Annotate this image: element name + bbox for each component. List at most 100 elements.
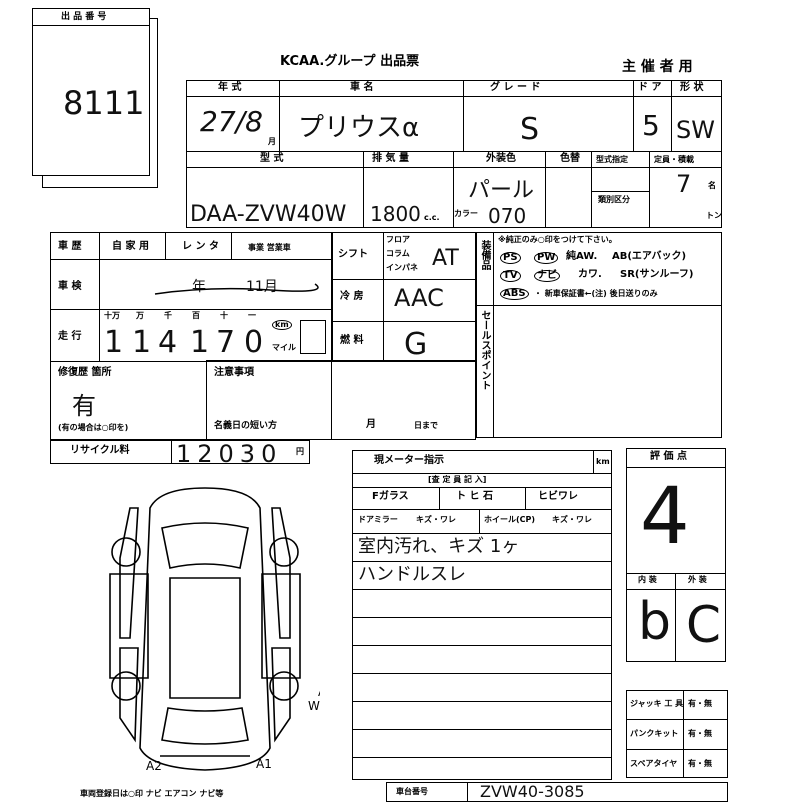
usage-private[interactable]: 自 家 用 bbox=[112, 241, 149, 252]
usage-rental[interactable]: レ ン タ bbox=[182, 241, 219, 252]
mileage-digit-1: 1 bbox=[132, 325, 152, 360]
ac-value: AAC bbox=[394, 284, 444, 312]
diagram-mark-a1-bottom: A1 bbox=[256, 757, 272, 771]
equipment-ab[interactable]: AB(エアバック) bbox=[612, 251, 687, 262]
door-value: 5 bbox=[642, 109, 660, 142]
lot-label: 出 品 番 号 bbox=[61, 12, 107, 22]
exterior-value: C bbox=[686, 596, 721, 654]
model-value: DAA-ZVW40W bbox=[190, 202, 347, 227]
spec-grid bbox=[332, 232, 476, 362]
inspection-strike bbox=[154, 283, 319, 295]
meter-unit: km bbox=[596, 457, 610, 466]
month-suffix: 月 bbox=[268, 137, 276, 146]
recycle-unit: 円 bbox=[296, 447, 304, 456]
ac-label: 冷 房 bbox=[340, 291, 364, 302]
shift-column[interactable]: コラム bbox=[386, 249, 410, 258]
tool-puncture: パンクキット bbox=[630, 729, 679, 738]
shift-floor[interactable]: フロア bbox=[386, 235, 410, 244]
top-grid bbox=[186, 80, 722, 228]
footer-note: 車両登録日は○印 ナビ エアコン ナビ等 bbox=[80, 789, 224, 798]
shift-panel[interactable]: インパネ bbox=[386, 263, 418, 272]
tool-jack-opts[interactable]: 有・無 bbox=[688, 699, 712, 708]
tool-spare-opts[interactable]: 有・無 bbox=[688, 759, 712, 768]
notes-month: 月 bbox=[366, 419, 376, 430]
recycle-label: リサイクル料 bbox=[70, 445, 130, 456]
comment-line-2: ハンドルスレ bbox=[358, 564, 466, 585]
tool-puncture-opts[interactable]: 有・無 bbox=[688, 729, 712, 738]
equipment-tv[interactable]: TV bbox=[500, 270, 521, 282]
left-grid bbox=[50, 232, 332, 440]
mileage-unit-5: 一 bbox=[248, 311, 256, 320]
capacity-unit: 名 bbox=[708, 181, 716, 190]
mileage-digit-0: 1 bbox=[104, 325, 124, 360]
chassis-value: ZVW40-3085 bbox=[480, 782, 585, 801]
equipment-note: ※純正のみ○印をつけて下さい。 bbox=[498, 235, 617, 244]
diagram-mark-a2-bottom: A2 bbox=[146, 759, 162, 773]
mileage-digit-5: 0 bbox=[244, 325, 264, 360]
year-label: 年 式 bbox=[218, 82, 242, 93]
check-mirror[interactable]: ドアミラー bbox=[358, 515, 398, 524]
year-value: 27/8 bbox=[200, 105, 263, 138]
equipment-leather[interactable]: カワ. bbox=[578, 269, 602, 280]
interior-label: 内 装 bbox=[638, 575, 657, 584]
check-glass[interactable]: Fガラス bbox=[372, 491, 409, 502]
grade-box-label: 評 価 点 bbox=[650, 451, 687, 462]
equipment-sr[interactable]: SR(サンルーフ) bbox=[620, 269, 694, 280]
color-label: 外装色 bbox=[486, 153, 516, 164]
mileage-km-option[interactable]: km bbox=[272, 320, 292, 330]
lot-number: 8111 bbox=[63, 84, 145, 122]
repair-note: (有の場合は○印を) bbox=[58, 423, 129, 432]
chassis-label: 車台番号 bbox=[396, 787, 428, 796]
mileage-digit-3: 1 bbox=[190, 325, 210, 360]
check-stone[interactable]: ト ヒ 石 bbox=[456, 491, 493, 502]
check-crack[interactable]: ヒビワレ bbox=[538, 491, 578, 502]
diagram-mark-a1-right-lower: A1 bbox=[318, 685, 320, 699]
repair-value: 有 bbox=[72, 392, 96, 420]
mileage-unit-3: 百 bbox=[192, 311, 200, 320]
mileage-unit-2: 千 bbox=[164, 311, 172, 320]
recycle-value: 12030 bbox=[176, 440, 283, 468]
grade-block bbox=[626, 448, 726, 662]
disp-label: 排 気 量 bbox=[372, 153, 409, 164]
notes-block bbox=[206, 360, 476, 440]
usage-business[interactable]: 事業 営業車 bbox=[248, 243, 291, 252]
ton-unit: トン bbox=[706, 211, 722, 220]
mileage-unit-0: 十万 bbox=[104, 311, 120, 320]
capacity-value: 7 bbox=[676, 170, 692, 198]
disp-value: 1800 bbox=[370, 202, 421, 226]
equipment-abs[interactable]: ABS bbox=[500, 288, 529, 300]
name-label: 車 名 bbox=[350, 82, 374, 93]
usage-label: 車 歴 bbox=[58, 241, 82, 252]
equipment-pw[interactable]: PW bbox=[534, 252, 559, 264]
mileage-unit-1: 万 bbox=[136, 311, 144, 320]
check-wheel-opts[interactable]: キズ・ワレ bbox=[552, 515, 592, 524]
notes-label: 注意事項 bbox=[214, 367, 254, 378]
check-mirror-opts[interactable]: キズ・ワレ bbox=[416, 515, 456, 524]
meter-label: 現メーター指示 bbox=[374, 455, 444, 466]
inspector-title: [査 定 員 記 入] bbox=[428, 475, 487, 484]
mileage-unit-4: 十 bbox=[220, 311, 228, 320]
equipment-label: 装備品 bbox=[479, 240, 490, 270]
comment-line-1: 室内汚れ、キズ 1ヶ bbox=[358, 536, 520, 557]
fuel-value: G bbox=[404, 327, 428, 362]
grade-value: S bbox=[520, 112, 540, 147]
shift-value: AT bbox=[432, 246, 459, 271]
check-wheel[interactable]: ホイール(CP) bbox=[484, 515, 536, 524]
sheet-title: KCAA.グループ 出品票 bbox=[280, 54, 420, 69]
equipment-ps[interactable]: PS bbox=[500, 252, 521, 264]
equipment-warranty: ・ 新車保証書←(注) 後日送りのみ bbox=[534, 289, 658, 298]
inspection-label: 車 検 bbox=[58, 281, 82, 292]
inspector-block bbox=[352, 450, 612, 780]
grade-box-value: 4 bbox=[640, 472, 690, 562]
grade-label: グ レ ー ド bbox=[490, 82, 541, 93]
organizer-label: 主 催 者 用 bbox=[622, 59, 693, 75]
mileage-digit-2: 4 bbox=[158, 325, 178, 360]
equipment-aw[interactable]: 純AW. bbox=[566, 251, 598, 262]
mileage-mile-option[interactable]: マイル bbox=[272, 343, 296, 352]
fuel-label: 燃 料 bbox=[340, 335, 364, 346]
equipment-navi[interactable]: ナビ bbox=[534, 270, 560, 282]
lot-box: 出 品 番 号 8111 bbox=[32, 8, 150, 176]
capacity-label: 定員・積載 bbox=[654, 155, 694, 164]
class-label: 類別区分 bbox=[598, 195, 630, 204]
repair-label: 修復歴 箇所 bbox=[58, 367, 112, 378]
